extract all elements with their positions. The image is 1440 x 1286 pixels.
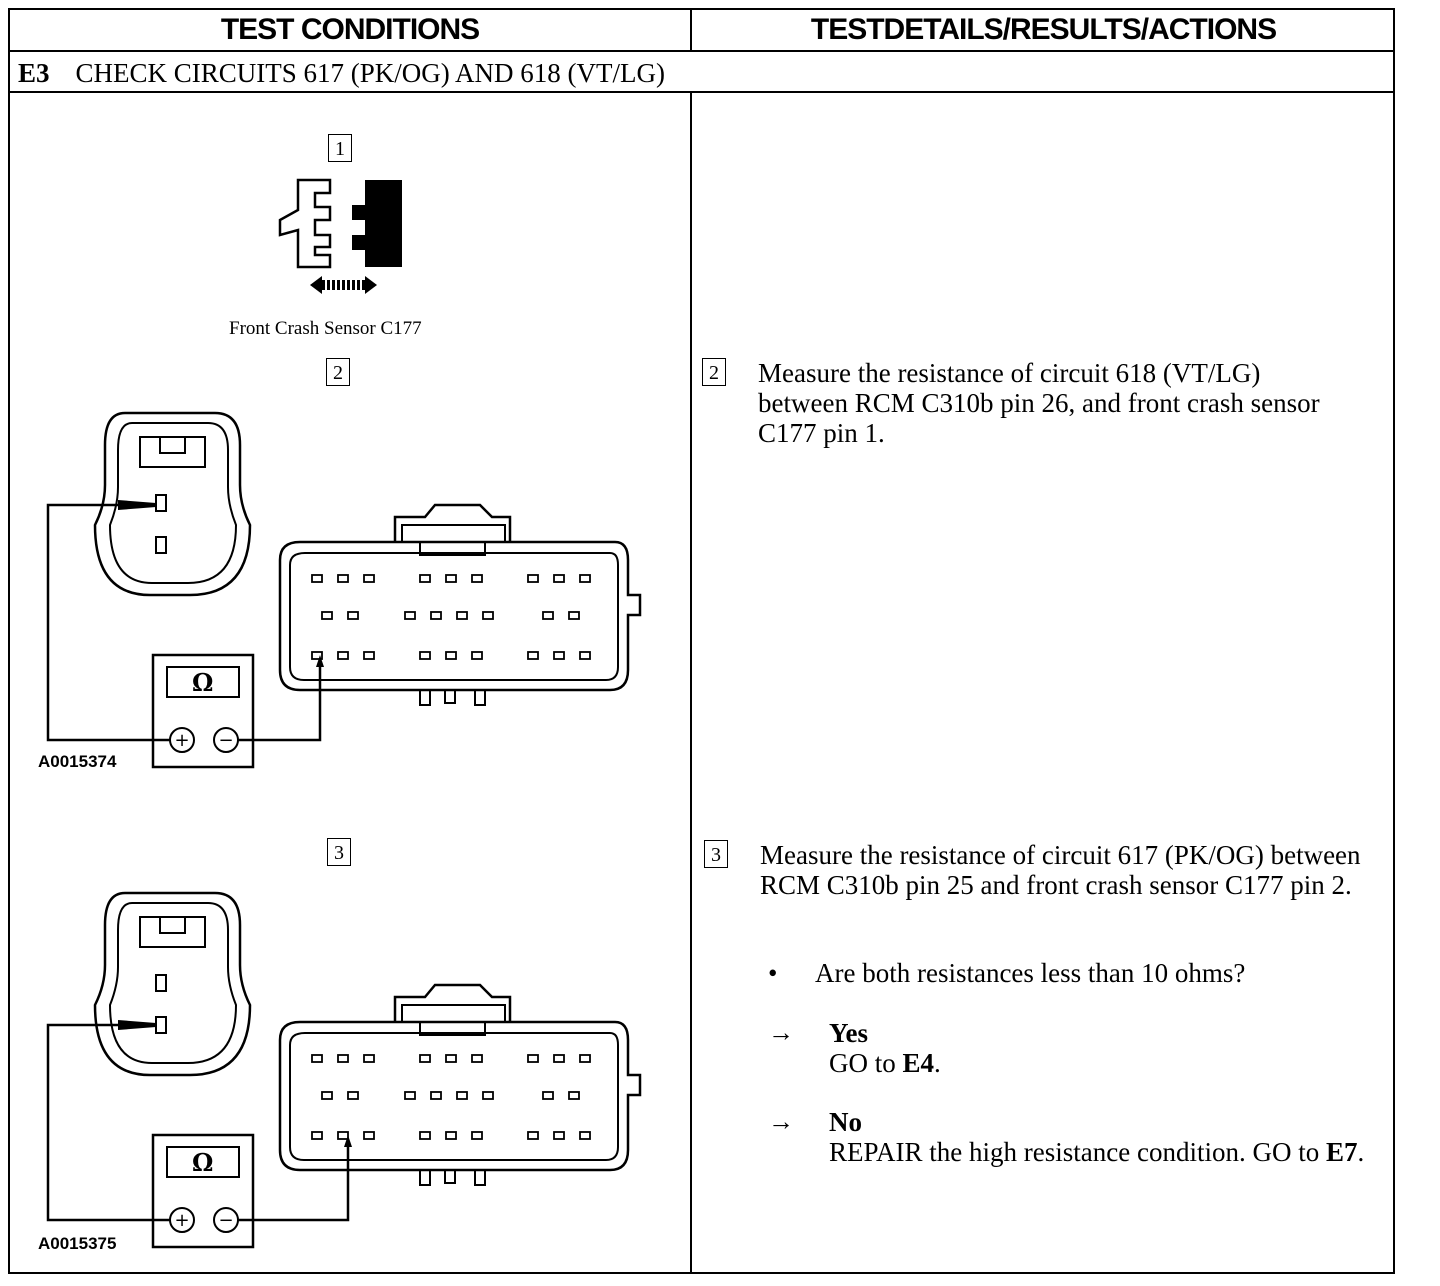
procedure-table <box>8 8 1395 1274</box>
question-text: Are both resistances less than 10 ohms? <box>815 958 1246 988</box>
header-test-details: TESTDETAILS/RESULTS/ACTIONS <box>810 13 1277 46</box>
step-1-number: 1 <box>328 134 352 162</box>
no-action: REPAIR the high resistance condition. GO… <box>829 1137 1365 1167</box>
step-2-number-right: 2 <box>702 358 726 386</box>
no-label: No <box>829 1107 862 1137</box>
step-2-number: 2 <box>326 358 350 386</box>
ohmmeter: + − <box>151 1133 255 1249</box>
step-2-instruction: Measure the resistance of circuit 618 (V… <box>758 358 1320 448</box>
step-3-figure-id: A0015375 <box>38 1234 117 1253</box>
yes-action: GO to E4. <box>829 1048 941 1078</box>
section-code: E3 <box>18 58 50 88</box>
step-3-instruction: Measure the resistance of circuit 617 (P… <box>760 840 1361 900</box>
connector-disconnect-illustration <box>278 178 402 294</box>
test-leads <box>46 503 322 742</box>
step-3-number: 3 <box>327 838 351 866</box>
test-leads <box>46 1023 350 1222</box>
header-divider <box>8 50 1395 52</box>
yes-label: Yes <box>829 1018 868 1048</box>
step-2-figure-id: A0015374 <box>38 752 117 771</box>
no-arrow: → <box>768 1107 794 1136</box>
section-divider <box>8 91 1395 93</box>
step-2-ohm-symbol: Ω <box>192 668 214 697</box>
svg-text:−: − <box>218 730 233 751</box>
step-3-number-right: 3 <box>704 840 728 868</box>
step-3-ohm-symbol: Ω <box>192 1148 214 1177</box>
step-1-caption: Front Crash Sensor C177 <box>229 318 422 339</box>
rcm-connector <box>278 503 642 706</box>
svg-text:−: − <box>218 1210 233 1231</box>
section-title: CHECK CIRCUITS 617 (PK/OG) AND 618 (VT/L… <box>75 58 666 88</box>
rcm-connector <box>278 983 642 1186</box>
step-2-meter-diagram: + − <box>46 411 642 769</box>
section-title-row: E3 CHECK CIRCUITS 617 (PK/OG) AND 618 (VT… <box>18 56 665 90</box>
crash-sensor-connector <box>93 891 252 1077</box>
svg-text:+: + <box>174 1210 189 1231</box>
step-3-meter-diagram: + − <box>46 891 642 1249</box>
yes-arrow: → <box>768 1018 794 1047</box>
svg-text:+: + <box>174 730 189 751</box>
column-divider <box>690 92 692 1274</box>
header-test-conditions: TEST CONDITIONS <box>220 13 480 46</box>
crash-sensor-connector <box>93 411 252 597</box>
question-bullet: • <box>768 958 778 988</box>
header-column-divider <box>690 8 692 52</box>
